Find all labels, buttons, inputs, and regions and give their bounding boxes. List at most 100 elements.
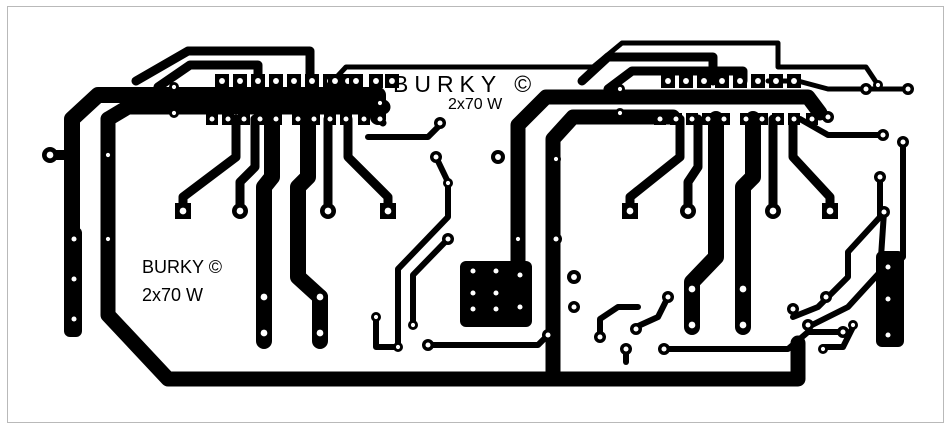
solder-pad [686, 113, 698, 125]
solder-pad [371, 312, 381, 322]
solder-pad [430, 151, 442, 163]
solder-pad [287, 74, 301, 88]
solder-pad [490, 287, 502, 299]
solder-pad [622, 203, 638, 219]
solder-pad [670, 113, 682, 125]
solder-pad [514, 301, 526, 313]
right-bus-trace [545, 109, 681, 387]
solder-pad [568, 301, 580, 313]
solder-pad [443, 178, 453, 188]
solder-pad [103, 234, 113, 244]
left-transistor-leg-trace-1 [178, 114, 241, 216]
right-transistor-leg-trace-3 [684, 111, 724, 335]
solder-pad [256, 289, 272, 305]
right-signal-trace-4 [790, 174, 883, 320]
right-signal-trace-3 [661, 329, 846, 352]
solder-pad [679, 74, 693, 88]
solder-pad [697, 74, 711, 88]
solder-pad [620, 343, 632, 355]
solder-pad [513, 234, 523, 244]
solder-pad [312, 289, 328, 305]
pcb-artwork [42, 40, 914, 387]
center-signal-trace-1 [395, 154, 451, 350]
solder-pad [349, 74, 363, 88]
solder-pad [715, 74, 729, 88]
solder-pad [630, 323, 642, 335]
solder-pad [320, 203, 336, 219]
solder-pad [490, 303, 502, 315]
solder-pad [374, 113, 386, 125]
solder-pad [233, 74, 247, 88]
ground-bus-trace [100, 99, 806, 387]
right-transistor-leg-trace-2 [683, 114, 703, 216]
solder-pad [68, 273, 80, 285]
solder-pad [270, 113, 282, 125]
solder-pad [467, 287, 479, 299]
solder-pad [393, 342, 403, 352]
solder-pad [542, 329, 554, 341]
solder-pad [567, 270, 581, 284]
solder-pad [735, 317, 751, 333]
solder-pad [68, 313, 80, 325]
solder-pad [215, 74, 229, 88]
solder-pad [740, 113, 752, 125]
solder-pad [822, 111, 834, 123]
solder-pad [369, 74, 383, 88]
top-left-header-trace [131, 46, 315, 92]
solder-pad [751, 74, 765, 88]
pcb-board: BURKY © 2x70 W BURKY © 2x70 W [7, 6, 944, 423]
solder-pad [551, 154, 561, 164]
solder-pad [765, 203, 781, 219]
solder-pad [882, 329, 894, 341]
left-transistor-leg-trace-3 [256, 111, 280, 349]
solder-pad [324, 113, 336, 125]
solder-pad [878, 206, 890, 218]
solder-pad [860, 83, 872, 95]
solder-pad [684, 281, 700, 297]
solder-pad [902, 83, 914, 95]
right-signal-trace-5 [805, 209, 887, 330]
solder-pad [802, 319, 814, 331]
solder-pad [718, 113, 730, 125]
brand-label-top: BURKY © [393, 71, 538, 97]
solder-pad [873, 80, 883, 90]
solder-pad [654, 113, 666, 125]
left-transistor-leg-trace-6 [343, 114, 393, 216]
solder-pad [874, 171, 886, 183]
power-label-left: 2x70 W [142, 285, 204, 305]
solder-pad [514, 269, 526, 281]
solder-pad [68, 233, 80, 245]
solder-pad [312, 325, 328, 341]
solder-pad [615, 84, 625, 94]
solder-pad [756, 113, 768, 125]
solder-pad [684, 317, 700, 333]
right-signal-trace-9 [820, 324, 856, 350]
solder-pad [788, 113, 800, 125]
solder-pad [594, 331, 606, 343]
solder-pad [787, 74, 801, 88]
right-transistor-leg-trace-4 [735, 111, 761, 335]
right-transistor-leg-trace-1 [625, 114, 685, 216]
solder-pad [169, 108, 179, 118]
solder-pad [550, 233, 562, 245]
solder-pad [467, 265, 479, 277]
solder-pad [408, 320, 418, 330]
solder-pad [882, 261, 894, 273]
solder-pad [897, 136, 909, 148]
left-transistor-leg-trace-4 [290, 111, 328, 349]
solder-pad [769, 74, 783, 88]
solder-pad [375, 98, 385, 108]
solder-pad [175, 203, 191, 219]
brand-label-left: BURKY © [142, 257, 222, 277]
solder-pad [490, 265, 502, 277]
solder-pad [680, 203, 696, 219]
solder-pad [380, 203, 396, 219]
center-signal-trace-4 [425, 332, 551, 348]
solder-pad [308, 113, 320, 125]
solder-pad [358, 113, 370, 125]
solder-pad [820, 291, 832, 303]
solder-pad [658, 343, 670, 355]
center-signal-trace-5 [365, 122, 443, 140]
solder-pad [661, 74, 675, 88]
solder-pad [733, 74, 747, 88]
